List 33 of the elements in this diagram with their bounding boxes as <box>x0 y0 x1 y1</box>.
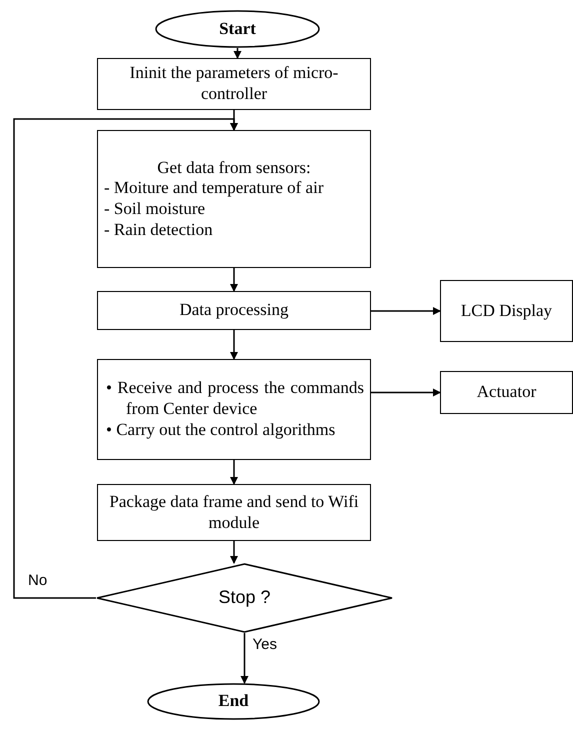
process-box <box>97 484 371 541</box>
arrow <box>230 541 238 564</box>
node-text: Data processing <box>178 300 290 321</box>
arrow <box>230 268 238 292</box>
terminal-ellipse <box>155 10 320 48</box>
node-text: • Receive and process the commands from Center device <box>105 378 365 420</box>
process-box <box>97 130 371 268</box>
node-text: Start <box>218 18 257 40</box>
node-text: - Rain detection <box>103 220 214 240</box>
arrow <box>371 307 441 315</box>
node-text: Stop ? <box>217 587 272 609</box>
arrow <box>240 633 248 684</box>
process-box <box>97 58 371 110</box>
arrow <box>230 330 238 360</box>
node-text: Ininit the parameters of micro-controller <box>128 63 340 105</box>
node-text: - Moiture and temperature of air <box>103 178 324 199</box>
node-text: - Soil moisture <box>103 199 206 220</box>
node-text: Package data frame and send to Wifi module <box>108 492 360 534</box>
process-box <box>97 359 371 460</box>
node-text: • Carry out the control algorithms <box>105 420 336 441</box>
process-box <box>440 280 573 342</box>
decision-diamond <box>96 563 393 633</box>
arrow <box>234 48 242 59</box>
process-box <box>440 371 573 414</box>
node-text: Get data from sensors: <box>156 158 312 178</box>
process-box <box>97 291 371 330</box>
node-text: Actuator <box>476 382 538 403</box>
terminal-ellipse <box>147 683 320 720</box>
arrow <box>371 388 441 396</box>
arrow <box>13 118 238 599</box>
node-text: LCD Display <box>460 300 554 322</box>
arrow <box>230 460 238 485</box>
node-text: End <box>217 691 250 712</box>
